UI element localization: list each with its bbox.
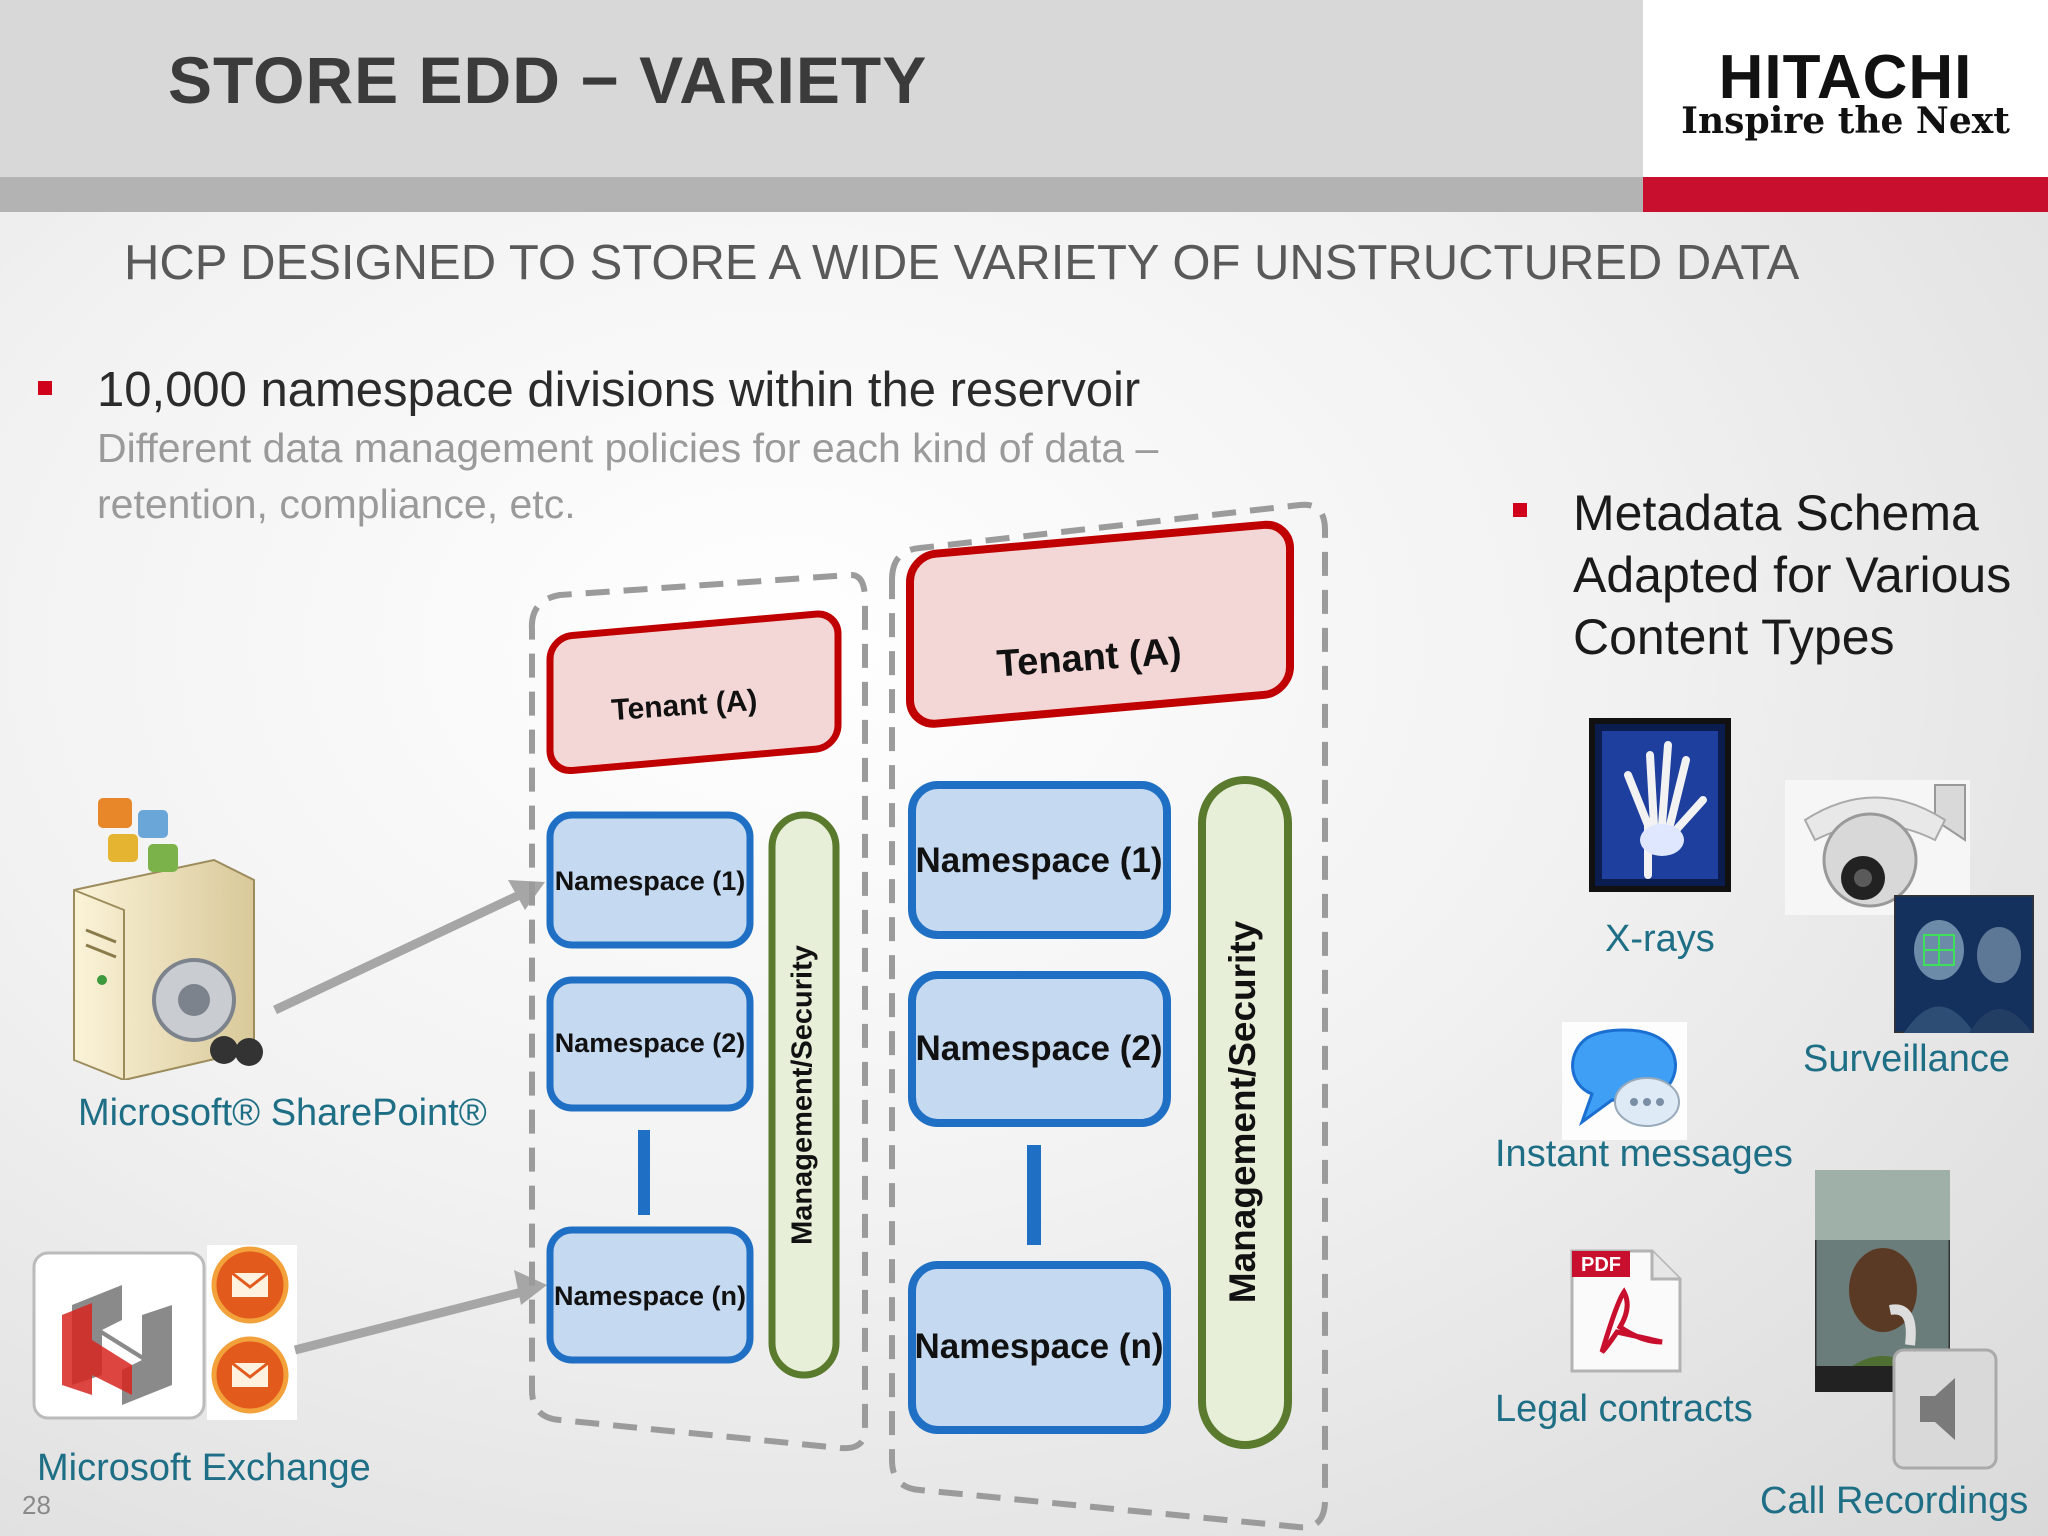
instant-messages-caption: Instant messages [1495,1133,1793,1175]
exchange-caption: Microsoft Exchange [37,1447,371,1489]
xray-icon [1589,718,1731,892]
namespace-box-n-left [546,1226,754,1364]
namespace-label-n-right: Namespace (n) [915,1327,1164,1366]
surveillance-camera-icon [1785,780,1970,915]
bullet-namespaces: 10,000 namespace divisions within the re… [97,363,1141,417]
sharepoint-caption: Microsoft® SharePoint® [78,1092,487,1134]
hitachi-logo [1643,0,2048,177]
speaker-icon[interactable] [1890,1346,2000,1472]
namespace-box-2-left [546,976,754,1112]
slide-title: STORE EDD − VARIETY [168,43,928,117]
security-bar-left [768,811,840,1379]
tenant-container-left [528,572,868,1452]
logo-tagline: Inspire the Next [1681,100,2010,142]
call-recordings-caption: Call Recordings [1760,1480,2029,1522]
slide-subtitle: HCP DESIGNED TO STORE A WIDE VARIETY OF … [124,236,1800,290]
bullet-metadata-schema: Metadata Schema Adapted for Various Cont… [1573,485,2012,665]
legal-contracts-caption: Legal contracts [1495,1388,1753,1430]
namespace-box-1-left [546,811,754,949]
slide-header-band [0,0,1643,177]
chat-bubble-icon [1562,1022,1687,1140]
logo-red-bar [1643,177,2048,212]
face-recognition-image [1894,895,2034,1033]
page-number: 28 [22,1490,51,1520]
logo-wordmark: HITACHI [1718,43,1973,112]
sharepoint-server-icon [73,798,263,1080]
bullet-marker [38,381,52,395]
namespace-label-n-left: Namespace (n) [554,1281,746,1311]
tenant-namespace-diagram: Tenant (A) Namespace (1) Namespace (2) N… [528,501,1328,1531]
namespace-box-n-right [908,1261,1171,1434]
security-label-left: Management/Security [787,945,819,1245]
namespace-label-1-left: Namespace (1) [555,866,746,896]
bullet-marker [1513,503,1527,517]
namespace-label-2-right: Namespace (2) [915,1029,1162,1068]
namespace-box-2-right [908,971,1171,1127]
surveillance-caption: Surveillance [1803,1038,2010,1080]
security-label-right: Management/Security [1222,920,1263,1303]
exchange-icon [32,1245,297,1420]
pdf-document-icon: PDF [1570,1249,1682,1373]
bullet-namespaces-detail: Different data management policies for e… [97,425,1159,527]
xrays-caption: X-rays [1605,918,1715,960]
tenant-box-right [906,520,1294,728]
header-underline-bar [0,177,1643,212]
data-flow-arrows [273,880,547,1355]
security-bar-right [1198,776,1292,1449]
tenant-box-left [546,610,842,775]
pdf-tag: PDF [1581,1254,1621,1276]
tenant-container-right [889,501,1328,1531]
namespace-label-2-left: Namespace (2) [555,1028,746,1058]
namespace-box-1-right [908,781,1171,939]
namespace-label-1-right: Namespace (1) [915,841,1162,880]
